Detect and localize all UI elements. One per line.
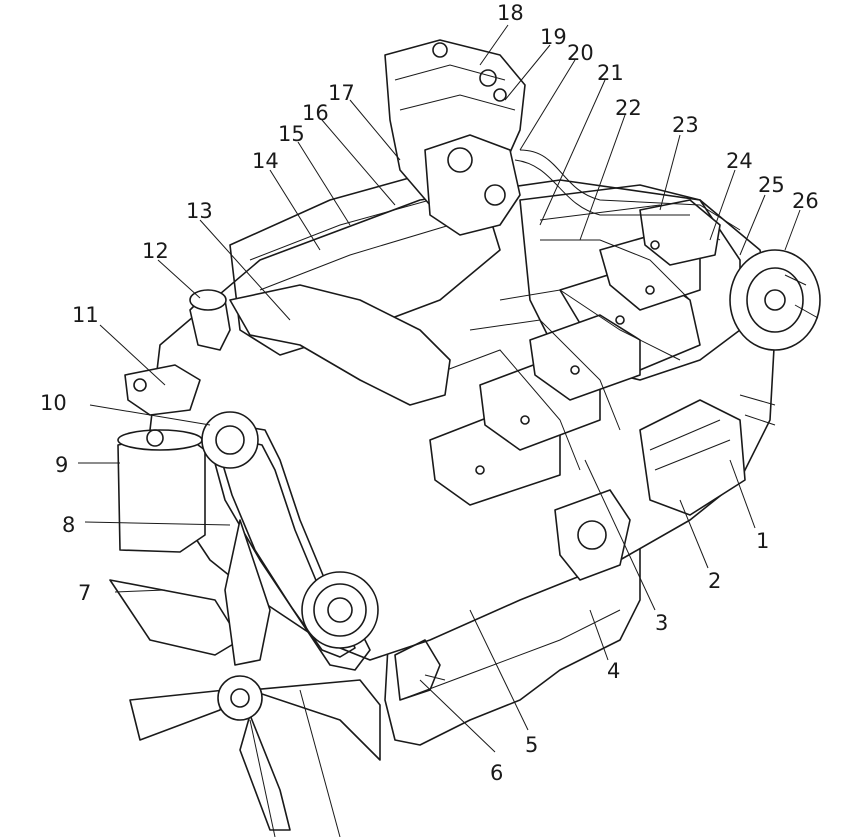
- callout-24: 24: [726, 149, 753, 173]
- callout-21: 21: [597, 61, 624, 85]
- callout-13: 13: [186, 199, 213, 223]
- starter-motor: [639, 399, 746, 516]
- callout-16: 16: [302, 101, 329, 125]
- left-cylinder-head: [229, 174, 501, 356]
- callout-3: 3: [655, 611, 668, 635]
- callout-18: 18: [497, 1, 524, 25]
- callout-11: 11: [72, 303, 99, 327]
- crankshaft-pulley: [301, 571, 379, 649]
- leader-lines: [78, 24, 801, 753]
- callout-1: 1: [756, 529, 769, 553]
- callout-10: 10: [40, 391, 67, 415]
- callout-labels: 1 2 3 4 5 6 7 8 9 10 11 12 13 14 15 16 1…: [40, 1, 819, 785]
- cooling-fan: [109, 519, 381, 837]
- flywheel-housing: [729, 249, 821, 351]
- callout-5: 5: [525, 733, 538, 757]
- callout-23: 23: [672, 113, 699, 137]
- callout-14: 14: [252, 149, 279, 173]
- engine-illustration: [109, 39, 821, 837]
- callout-20: 20: [567, 41, 594, 65]
- callout-9: 9: [55, 453, 68, 477]
- valve-covers-left: [429, 314, 641, 506]
- callout-6: 6: [490, 761, 503, 785]
- right-cylinder-head: [519, 184, 741, 381]
- callout-22: 22: [615, 96, 642, 120]
- callout-26: 26: [792, 189, 819, 213]
- callout-15: 15: [278, 122, 305, 146]
- upper-pulley: [201, 411, 259, 469]
- callout-17: 17: [328, 81, 355, 105]
- callout-7: 7: [78, 581, 91, 605]
- callout-8: 8: [62, 513, 75, 537]
- belt-drive: [201, 411, 379, 671]
- callout-25: 25: [758, 173, 785, 197]
- fuel-lines: [419, 149, 741, 471]
- callout-4: 4: [607, 659, 620, 683]
- callout-12: 12: [142, 239, 169, 263]
- callout-2: 2: [708, 569, 721, 593]
- callout-19: 19: [540, 25, 567, 49]
